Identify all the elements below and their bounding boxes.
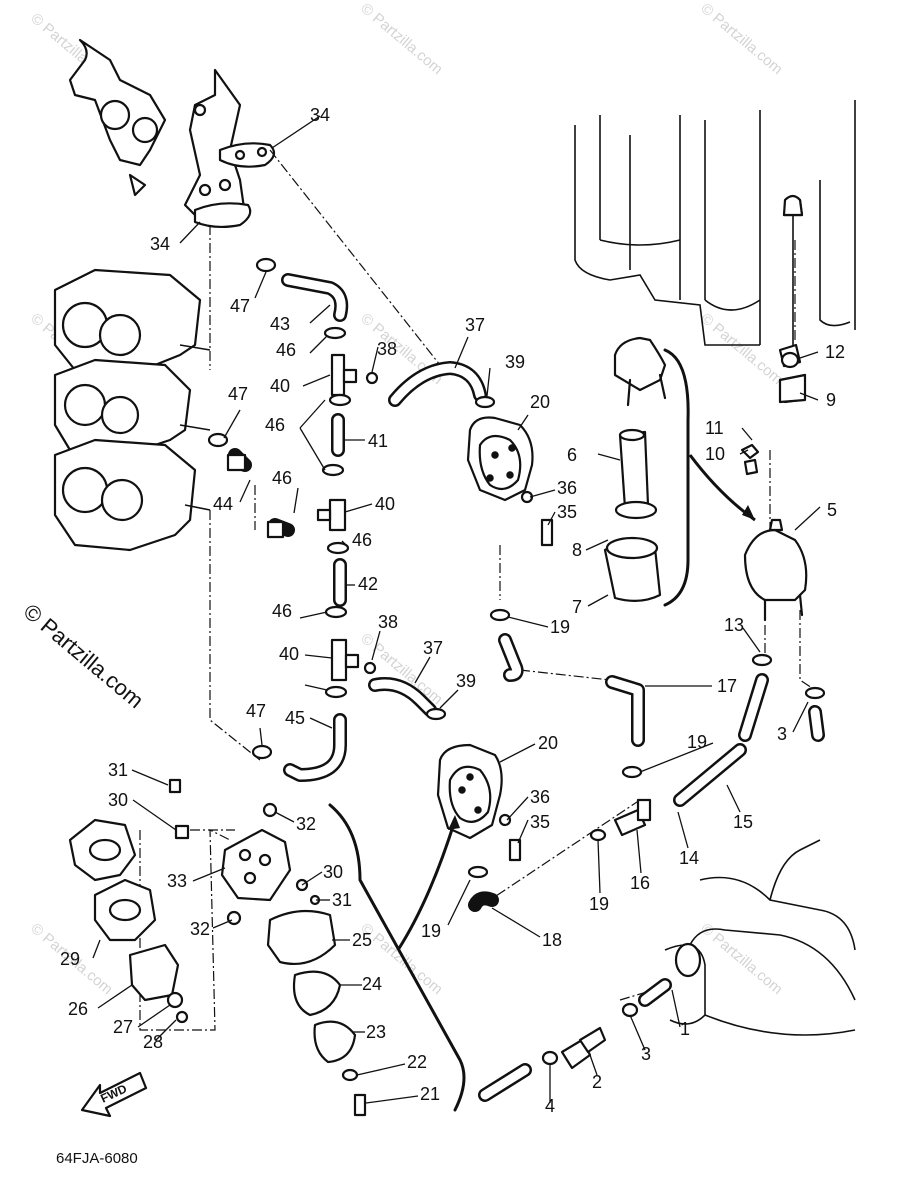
callout-46: 46 <box>265 415 285 435</box>
callout-47: 47 <box>246 701 266 721</box>
callout-25: 25 <box>352 930 372 950</box>
callout-5: 5 <box>827 500 837 520</box>
callout-28: 28 <box>143 1032 163 1052</box>
callout-38: 38 <box>377 339 397 359</box>
callout-43: 43 <box>270 314 290 334</box>
callout-2: 2 <box>592 1072 602 1092</box>
callout-15: 15 <box>733 812 753 832</box>
callout-16: 16 <box>630 873 650 893</box>
callout-40: 40 <box>279 644 299 664</box>
callout-4: 4 <box>545 1096 555 1116</box>
callout-34: 34 <box>310 105 330 125</box>
callout-26: 26 <box>68 999 88 1019</box>
callout-19: 19 <box>687 732 707 752</box>
leader-lines <box>92 115 821 1104</box>
callout-36: 36 <box>557 478 577 498</box>
callout-31: 31 <box>108 760 128 780</box>
callout-27: 27 <box>113 1017 133 1037</box>
callout-35: 35 <box>557 502 577 522</box>
callout-42: 42 <box>358 574 378 594</box>
fuel-pump-lower <box>436 743 522 862</box>
callout-38: 38 <box>378 612 398 632</box>
fuel-filter-5 <box>743 194 808 622</box>
callout-19: 19 <box>550 617 570 637</box>
callout-20: 20 <box>538 733 558 753</box>
watermark: © Partzilla.com <box>697 0 785 78</box>
callout-9: 9 <box>826 390 836 410</box>
callout-32: 32 <box>190 919 210 939</box>
callout-46: 46 <box>272 601 292 621</box>
callout-32: 32 <box>296 814 316 834</box>
callout-46: 46 <box>276 340 296 360</box>
callout-47: 47 <box>230 296 250 316</box>
engine-block-outline <box>574 100 856 346</box>
diagram-code: 64FJA-6080 <box>56 1150 138 1167</box>
callout-30: 30 <box>108 790 128 810</box>
fuel-pump-upper <box>466 416 554 547</box>
callout-21: 21 <box>420 1084 440 1104</box>
callout-36: 36 <box>530 787 550 807</box>
callout-39: 39 <box>505 352 525 372</box>
callout-numbers: 1 2 3 3 4 5 6 7 8 9 10 11 12 13 14 15 16… <box>60 105 845 1116</box>
callout-6: 6 <box>567 445 577 465</box>
callout-3: 3 <box>777 724 787 744</box>
callout-17: 17 <box>717 676 737 696</box>
callout-35: 35 <box>530 812 550 832</box>
callout-29: 29 <box>60 949 80 969</box>
callout-10: 10 <box>705 444 725 464</box>
callout-8: 8 <box>572 540 582 560</box>
callout-1: 1 <box>680 1019 690 1039</box>
intake-parts <box>68 38 276 229</box>
callout-41: 41 <box>368 431 388 451</box>
callout-18: 18 <box>542 930 562 950</box>
callout-19: 19 <box>421 921 441 941</box>
callout-22: 22 <box>407 1052 427 1072</box>
watermark-side: © Partzilla.com <box>19 599 149 713</box>
callout-19: 19 <box>589 894 609 914</box>
callout-20: 20 <box>530 392 550 412</box>
curved-arrows <box>396 454 756 951</box>
callout-33: 33 <box>167 871 187 891</box>
fuel-filter-assembly <box>603 336 690 607</box>
pump-parts-lower <box>68 778 466 1117</box>
callout-47: 47 <box>228 384 248 404</box>
callout-46: 46 <box>272 468 292 488</box>
callout-14: 14 <box>679 848 699 868</box>
callout-37: 37 <box>465 315 485 335</box>
callout-7: 7 <box>572 597 582 617</box>
callout-46: 46 <box>352 530 372 550</box>
callout-39: 39 <box>456 671 476 691</box>
callout-44: 44 <box>213 494 233 514</box>
fwd-arrow: FWD <box>80 1071 148 1118</box>
carburetor-blocks <box>53 268 211 552</box>
hose-clamps <box>207 257 826 1066</box>
callout-11: 11 <box>705 418 724 438</box>
callout-40: 40 <box>270 376 290 396</box>
watermark: © Partzilla.com <box>357 0 445 78</box>
callout-31: 31 <box>332 890 352 910</box>
callout-40: 40 <box>375 494 395 514</box>
watermark: © Partzilla.com <box>697 310 785 388</box>
callout-13: 13 <box>724 615 744 635</box>
callout-45: 45 <box>285 708 305 728</box>
callout-12: 12 <box>825 342 845 362</box>
hoses <box>228 273 825 1102</box>
callout-37: 37 <box>423 638 443 658</box>
callout-24: 24 <box>362 974 382 994</box>
lower-case-outline <box>664 839 856 1036</box>
callout-34: 34 <box>150 234 170 254</box>
callout-30: 30 <box>323 862 343 882</box>
callout-23: 23 <box>366 1022 386 1042</box>
callout-3: 3 <box>641 1044 651 1064</box>
